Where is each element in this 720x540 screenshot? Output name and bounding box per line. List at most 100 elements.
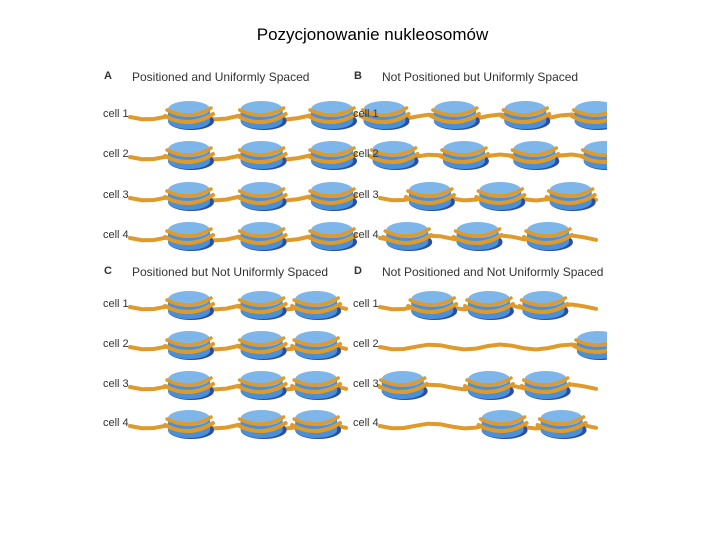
cell-row: cell 2 — [350, 141, 607, 171]
nucleosome — [574, 331, 607, 360]
nucleosome — [572, 101, 607, 130]
chromatin-strand — [350, 93, 607, 133]
chromatin-strand — [100, 93, 357, 133]
chromatin-strand — [100, 402, 357, 442]
chromatin-strand — [350, 363, 607, 403]
cell-label: cell 1 — [353, 298, 379, 310]
dna-strand — [380, 115, 596, 120]
nucleosome — [522, 371, 571, 400]
panel-letter: A — [104, 70, 112, 82]
cell-label: cell 3 — [353, 378, 379, 390]
chromatin-strand — [350, 133, 607, 173]
nucleosome — [547, 182, 596, 211]
nucleosome — [465, 291, 514, 320]
cell-label: cell 2 — [353, 338, 379, 350]
cell-row: cell 1 — [350, 101, 607, 131]
nucleosome-figure: A Positioned and Uniformly Spaced cell 1… — [100, 65, 615, 445]
nucleosome — [238, 101, 287, 130]
cell-label: cell 1 — [103, 108, 129, 120]
nucleosome — [238, 371, 287, 400]
nucleosome — [238, 182, 287, 211]
panel-b: B Not Positioned but Uniformly Spaced ce… — [350, 65, 607, 255]
nucleosome — [292, 291, 341, 320]
nucleosome — [165, 141, 214, 170]
chromatin-strand — [350, 174, 607, 214]
nucleosome — [165, 331, 214, 360]
cell-label: cell 3 — [103, 378, 129, 390]
cell-label: cell 2 — [103, 338, 129, 350]
nucleosome — [431, 101, 480, 130]
panel-title: Positioned and Uniformly Spaced — [132, 70, 309, 84]
panel-title: Not Positioned but Uniformly Spaced — [382, 70, 578, 84]
nucleosome — [465, 371, 514, 400]
cell-label: cell 1 — [103, 298, 129, 310]
cell-row: cell 2 — [100, 331, 357, 361]
nucleosome — [454, 222, 503, 251]
nucleosome — [292, 410, 341, 439]
cell-label: cell 3 — [103, 189, 129, 201]
cell-label: cell 1 — [353, 108, 379, 120]
panel-a: A Positioned and Uniformly Spaced cell 1… — [100, 65, 357, 255]
nucleosome — [479, 410, 528, 439]
cell-row: cell 2 — [100, 141, 357, 171]
chromatin-strand — [100, 283, 357, 323]
nucleosome — [165, 101, 214, 130]
nucleosome — [238, 291, 287, 320]
panel-letter: D — [354, 265, 362, 277]
slide-title: Pozycjonowanie nukleosomów — [0, 25, 720, 45]
nucleosome — [406, 182, 455, 211]
nucleosome — [292, 331, 341, 360]
nucleosome — [165, 182, 214, 211]
cell-row: cell 1 — [350, 291, 607, 321]
cell-row: cell 1 — [100, 291, 357, 321]
nucleosome — [501, 101, 550, 130]
nucleosome — [238, 141, 287, 170]
cell-row: cell 4 — [350, 410, 607, 440]
chromatin-strand — [350, 323, 607, 363]
cell-label: cell 4 — [353, 417, 379, 429]
cell-row: cell 3 — [350, 182, 607, 212]
panel-letter: B — [354, 70, 362, 82]
panel-d: D Not Positioned and Not Uniformly Space… — [350, 260, 607, 445]
nucleosome — [379, 371, 428, 400]
chromatin-strand — [100, 174, 357, 214]
dna-strand — [380, 345, 596, 350]
nucleosome — [510, 141, 559, 170]
cell-row: cell 4 — [100, 222, 357, 252]
nucleosome — [383, 222, 432, 251]
chromatin-strand — [100, 363, 357, 403]
nucleosome — [408, 291, 457, 320]
cell-label: cell 4 — [103, 417, 129, 429]
chromatin-strand — [100, 214, 357, 254]
chromatin-strand — [350, 214, 607, 254]
nucleosome — [165, 291, 214, 320]
nucleosome — [165, 222, 214, 251]
cell-row: cell 1 — [100, 101, 357, 131]
cell-row: cell 4 — [100, 410, 357, 440]
nucleosome — [238, 222, 287, 251]
nucleosome — [165, 371, 214, 400]
chromatin-strand — [100, 133, 357, 173]
nucleosome — [476, 182, 525, 211]
chromatin-strand — [350, 283, 607, 323]
panel-title: Not Positioned and Not Uniformly Spaced — [382, 265, 603, 279]
cell-label: cell 2 — [353, 148, 379, 160]
cell-row: cell 3 — [100, 182, 357, 212]
nucleosome — [238, 331, 287, 360]
nucleosome — [581, 141, 607, 170]
nucleosome — [440, 141, 489, 170]
cell-label: cell 2 — [103, 148, 129, 160]
panel-c: C Positioned but Not Uniformly Spaced ce… — [100, 260, 357, 445]
cell-row: cell 4 — [350, 222, 607, 252]
nucleosome — [538, 410, 587, 439]
panel-letter: C — [104, 265, 112, 277]
cell-row: cell 3 — [350, 371, 607, 401]
cell-label: cell 4 — [353, 229, 379, 241]
cell-row: cell 3 — [100, 371, 357, 401]
chromatin-strand — [100, 323, 357, 363]
nucleosome — [519, 291, 568, 320]
nucleosome — [524, 222, 573, 251]
nucleosome — [238, 410, 287, 439]
cell-label: cell 3 — [353, 189, 379, 201]
panel-title: Positioned but Not Uniformly Spaced — [132, 265, 328, 279]
